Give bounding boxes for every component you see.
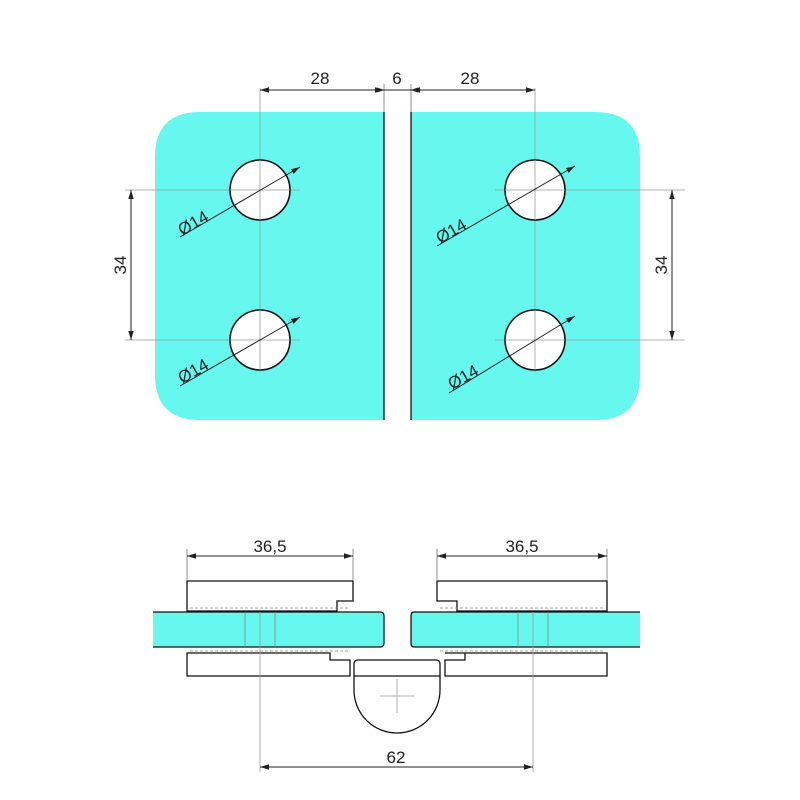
dim-label-36-5-right: 36,5: [505, 537, 538, 556]
dim-label-gap: 6: [392, 69, 401, 88]
diameter-leaders: [179, 165, 576, 394]
side-view: 36,5 36,5 62: [153, 537, 640, 772]
glass-panel-left: [155, 112, 384, 420]
dim-label-36-5-left: 36,5: [253, 537, 286, 556]
gasket-lines: [190, 607, 604, 652]
dimension-plate-right: [436, 549, 608, 581]
dim-label-62: 62: [387, 748, 406, 767]
knuckle-center: [380, 679, 414, 713]
dimension-plate-left: [186, 549, 354, 581]
bottom-plate-right: [444, 652, 608, 677]
dim-label-34-right: 34: [652, 256, 671, 275]
bolt-hidden-lines: [244, 612, 549, 647]
dim-label-28-left: 28: [311, 69, 330, 88]
top-plate-right: [436, 580, 608, 612]
dimension-top: [260, 84, 535, 112]
top-view: 28 6 28 34 34 Ø14 Ø14 Ø14 Ø14: [111, 69, 685, 420]
dim-label-28-right: 28: [461, 69, 480, 88]
bottom-plate-left: [186, 652, 351, 677]
glass-strip-left: [153, 612, 383, 647]
glass-strip-right: [411, 612, 640, 647]
glass-panel-right: [411, 112, 640, 420]
top-plate-left: [186, 580, 354, 612]
dim-label-34-left: 34: [111, 256, 130, 275]
